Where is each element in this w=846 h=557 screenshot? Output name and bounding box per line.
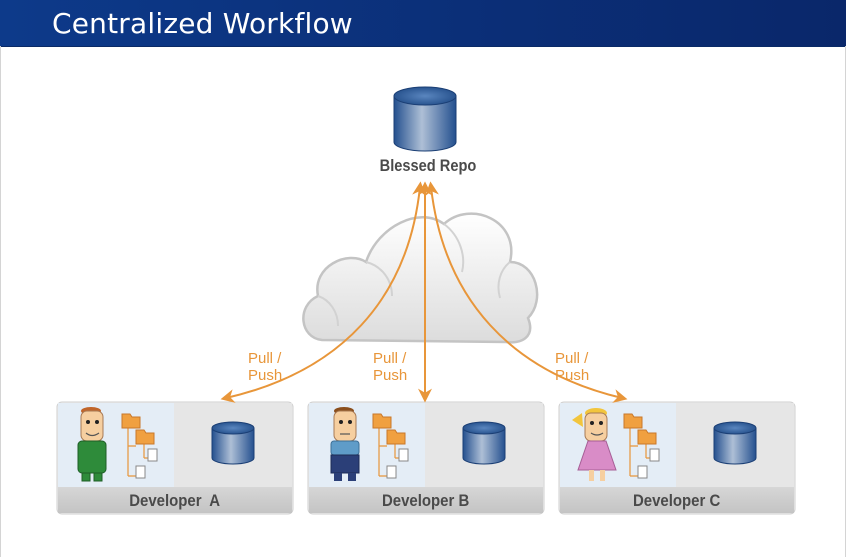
developer-a-panel	[56, 401, 294, 515]
blessed-repo-label: Blessed Repo	[379, 156, 477, 175]
pull-push-label-a: Pull /Push	[248, 350, 283, 384]
developer-a-files-icon	[121, 413, 158, 479]
pull-push-label-c: Pull /Push	[555, 350, 590, 384]
blessed-repo-icon	[393, 86, 457, 152]
pull-push-label-b: Pull /Push	[373, 350, 408, 384]
developer-a-avatar-icon	[77, 407, 107, 482]
developer-c-label: Developer C	[633, 491, 721, 510]
arrow-developer-a	[220, 181, 427, 403]
developer-c-panel	[558, 401, 796, 515]
frame-border-left	[0, 46, 1, 557]
developer-c-repo-icon	[713, 421, 757, 465]
developer-b-label: Developer B	[382, 491, 470, 510]
slide-header: Centralized Workflow	[0, 0, 846, 47]
developer-c-files-icon	[623, 413, 660, 479]
developer-c-avatar-icon	[572, 408, 617, 481]
developer-b-avatar-icon	[330, 407, 360, 481]
cloud-icon	[302, 212, 539, 344]
developer-b-panel	[307, 401, 545, 515]
developer-a-repo-icon	[211, 421, 255, 465]
developer-a-label: Developer A	[129, 491, 221, 510]
developer-b-files-icon	[372, 413, 409, 479]
slide-title: Centralized Workflow	[52, 7, 353, 40]
developer-b-repo-icon	[462, 421, 506, 465]
arrow-developer-c	[425, 181, 628, 403]
